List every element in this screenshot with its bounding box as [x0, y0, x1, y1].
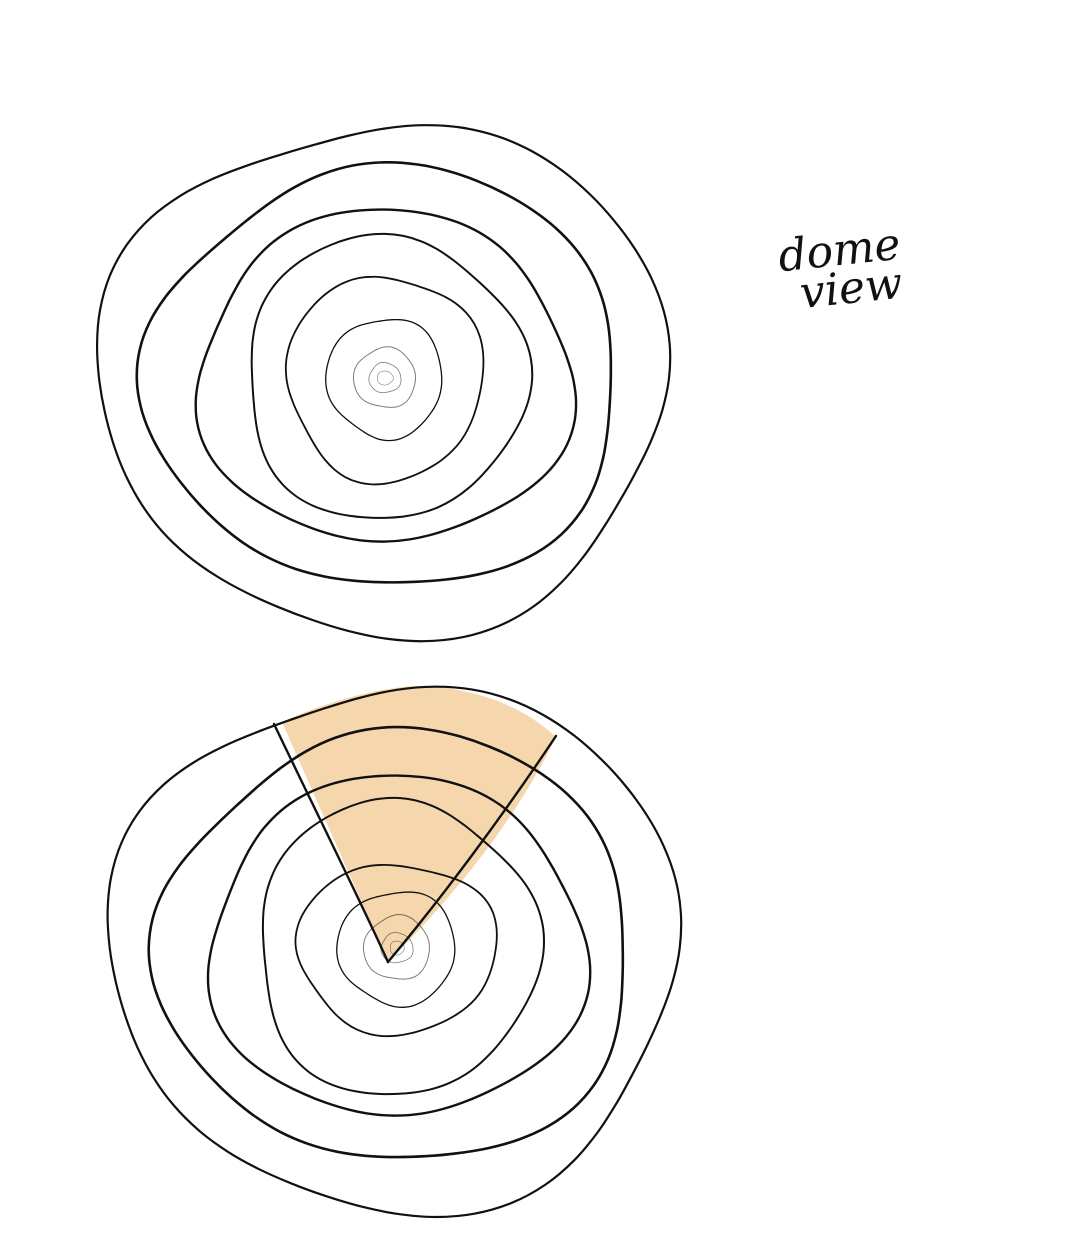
ring-2 — [147, 725, 625, 1159]
ring-2 — [135, 160, 613, 584]
ring-6 — [336, 891, 456, 1008]
wedge-left-edge — [272, 722, 390, 964]
ring-8 — [368, 362, 402, 394]
wedge-right-edge — [386, 734, 558, 964]
ring-6 — [325, 318, 443, 442]
note-line-2: view — [798, 258, 905, 319]
ring-3 — [206, 774, 592, 1117]
dome-top-view — [95, 124, 672, 643]
ring-4 — [261, 796, 545, 1096]
ring-1 — [106, 685, 683, 1219]
ring-1 — [95, 124, 672, 643]
ring-9 — [389, 940, 405, 956]
ring-7 — [353, 346, 416, 408]
highlighted-wedge — [282, 685, 556, 962]
ring-4 — [250, 232, 534, 519]
note-line-1: dome — [776, 219, 903, 283]
ring-3 — [194, 208, 578, 543]
ring-5 — [294, 864, 498, 1038]
ring-5 — [284, 275, 485, 486]
dome-top-view-with-wedge — [106, 685, 683, 1219]
ring-7 — [362, 914, 430, 980]
ring-9 — [377, 370, 394, 386]
